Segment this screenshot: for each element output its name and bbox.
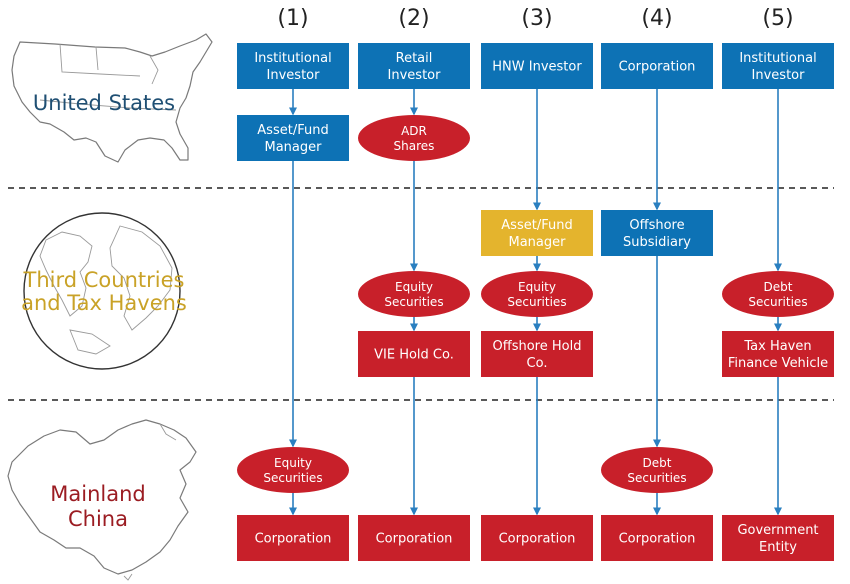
node-label-line: Securities: [384, 295, 443, 309]
column-3-header: (3): [521, 6, 552, 31]
region-label-china-line2: China: [68, 507, 128, 531]
node-label-line: Tax Haven: [743, 339, 811, 354]
node-label-line: Institutional: [739, 51, 816, 66]
entity-box: [601, 515, 713, 561]
flow-node-c3n5: Corporation: [481, 515, 593, 561]
entity-box: [358, 43, 470, 89]
column-4-header: (4): [641, 6, 672, 31]
node-label-line: Shares: [394, 139, 435, 153]
flow-node-c2n4: VIE Hold Co.: [358, 331, 470, 377]
node-label-line: Securities: [627, 471, 686, 485]
node-label-line: Securities: [263, 471, 322, 485]
entity-box: [358, 515, 470, 561]
node-label-line: VIE Hold Co.: [374, 348, 454, 363]
node-label-line: Asset/Fund: [501, 218, 572, 233]
entity-box: [601, 210, 713, 256]
node-label-line: ADR: [401, 124, 427, 138]
node-label-line: Entity: [759, 540, 797, 555]
node-label-line: Corporation: [619, 60, 696, 75]
node-label-line: Corporation: [499, 532, 576, 547]
entity-box: [722, 331, 834, 377]
node-label-line: Retail: [396, 51, 433, 66]
node-label-line: Debt: [764, 280, 793, 294]
node-label-line: Investor: [752, 68, 806, 83]
node-label-line: Manager: [509, 235, 567, 250]
usa-map-icon: [11, 33, 213, 163]
china-map-icon: [7, 419, 197, 581]
node-label-line: Corporation: [376, 532, 453, 547]
node-label-line: Corporation: [255, 532, 332, 547]
entity-box: [237, 115, 349, 161]
node-label-line: Subsidiary: [623, 235, 691, 250]
node-label-line: Corporation: [619, 532, 696, 547]
flow-node-c4n1: Corporation: [601, 43, 713, 89]
entity-box: [237, 43, 349, 89]
entity-box: [722, 43, 834, 89]
security-ellipse: [481, 271, 593, 317]
region-label-tax-line1: Third Countries: [23, 268, 185, 292]
node-label-line: Equity: [274, 456, 312, 470]
entity-box: [481, 515, 593, 561]
entity-box: [481, 43, 593, 89]
flow-node-c4n4: Corporation: [601, 515, 713, 561]
security-ellipse: [601, 447, 713, 493]
node-label-line: Securities: [748, 295, 807, 309]
region-label-china-line1: Mainland: [50, 482, 145, 506]
flow-arrows: [289, 89, 782, 516]
node-label-line: Equity: [395, 280, 433, 294]
node-label-line: Offshore Hold: [493, 339, 582, 354]
entity-box: [601, 43, 713, 89]
flow-node-c1n4: Corporation: [237, 515, 349, 561]
node-label-line: Investor: [267, 68, 321, 83]
security-ellipse: [237, 447, 349, 493]
node-label-line: Investor: [388, 68, 442, 83]
node-label-line: Securities: [507, 295, 566, 309]
entity-box: [358, 331, 470, 377]
security-ellipse: [358, 271, 470, 317]
column-5-header: (5): [762, 6, 793, 31]
security-ellipse: [358, 115, 470, 161]
node-label-line: HNW Investor: [492, 60, 582, 75]
security-ellipse: [722, 271, 834, 317]
column-2-header: (2): [398, 6, 429, 31]
entity-box: [237, 515, 349, 561]
globe-icon: [23, 212, 181, 370]
flow-node-c3n1: HNW Investor: [481, 43, 593, 89]
entity-box: [481, 331, 593, 377]
node-label-line: Institutional: [254, 51, 331, 66]
entity-box: [481, 210, 593, 256]
column-1-header: (1): [277, 6, 308, 31]
region-label-us: United States: [33, 91, 175, 115]
region-label-tax-line2: and Tax Havens: [21, 291, 187, 315]
flow-node-c2n5: Corporation: [358, 515, 470, 561]
node-label-line: Manager: [265, 140, 323, 155]
node-label-line: Debt: [643, 456, 672, 470]
node-label-line: Offshore: [629, 218, 684, 233]
node-label-line: Finance Vehicle: [728, 356, 828, 371]
node-label-line: Equity: [518, 280, 556, 294]
flow-nodes: InstitutionalInvestorAsset/FundManagerEq…: [237, 43, 834, 561]
node-label-line: Co.: [527, 356, 548, 371]
node-label-line: Government: [737, 523, 818, 538]
entity-box: [722, 515, 834, 561]
node-label-line: Asset/Fund: [257, 123, 328, 138]
